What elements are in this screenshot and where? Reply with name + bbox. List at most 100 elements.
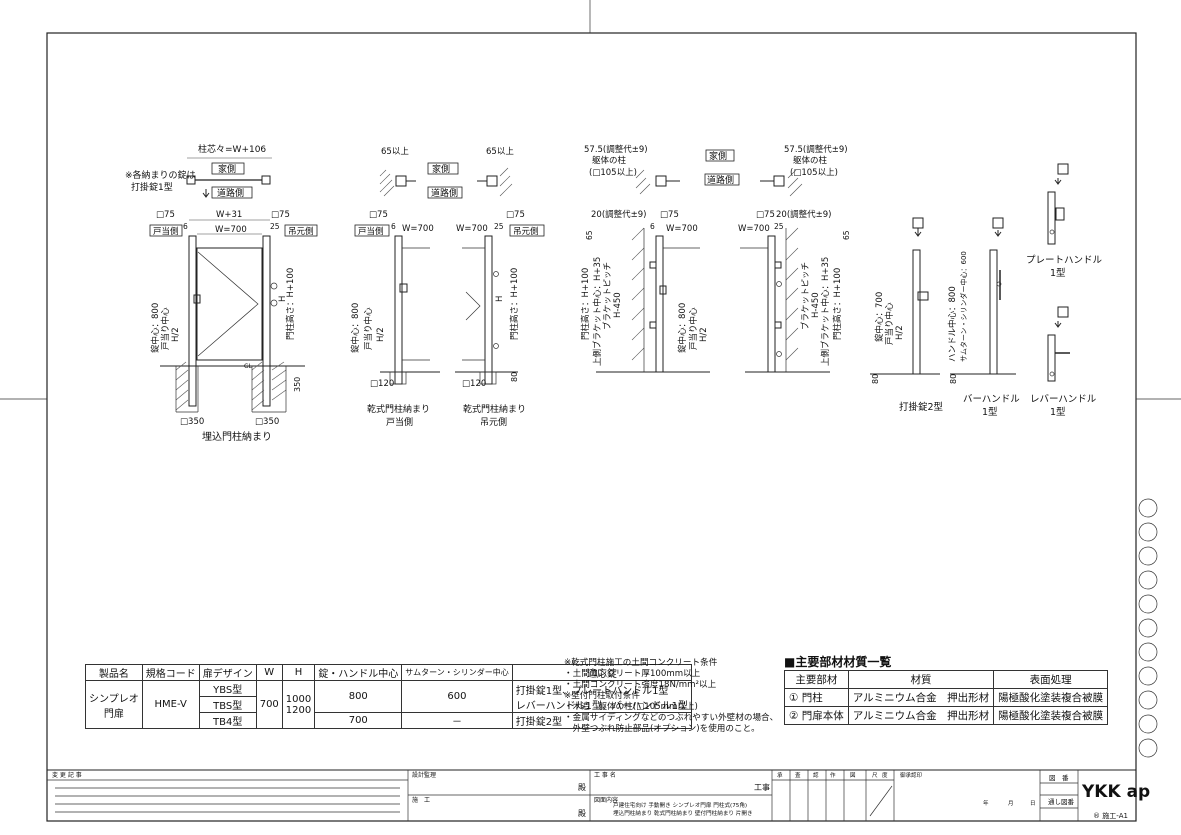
bar-handle-drawing: ハンドル中心：800 サムターン・シリンダー中心：600 80 バーハンドル 1… bbox=[947, 217, 1020, 418]
svg-text:躯体の柱: 躯体の柱 bbox=[592, 155, 627, 166]
svg-text:度: 度 bbox=[882, 771, 888, 779]
design-tb4: TB4型 bbox=[198, 712, 257, 729]
svg-text:上側ブラケット中心：H+35: 上側ブラケット中心：H+35 bbox=[592, 257, 603, 366]
svg-text:W=700: W=700 bbox=[402, 224, 434, 234]
svg-text:戸当り中心: 戸当り中心 bbox=[363, 307, 374, 350]
plate-lever-handle-drawing: プレートハンドル 1型 レバーハンドル 1型 bbox=[1026, 163, 1103, 418]
svg-text:65以上: 65以上 bbox=[381, 147, 409, 157]
svg-text:350: 350 bbox=[293, 377, 302, 392]
svg-text:□120: □120 bbox=[462, 379, 486, 389]
svg-text:80: 80 bbox=[510, 372, 519, 382]
svg-text:門柱高さ：H+100: 門柱高さ：H+100 bbox=[580, 268, 591, 340]
header-h: H bbox=[281, 664, 316, 681]
header-thumb: サムターン・シリンダー中心 bbox=[401, 664, 513, 681]
svg-text:殿: 殿 bbox=[578, 809, 586, 818]
svg-text:図面内容: 図面内容 bbox=[594, 796, 618, 804]
svg-text:戸当り中心: 戸当り中心 bbox=[884, 302, 895, 345]
materials-title: ■主要部材材質一覧 bbox=[784, 655, 892, 669]
center-700: 700 bbox=[314, 712, 403, 729]
svg-text:戸当側: 戸当側 bbox=[358, 226, 384, 237]
svg-text:® 施工-A1: ® 施工-A1 bbox=[1093, 811, 1128, 820]
svg-text:乾式門柱納まり: 乾式門柱納まり bbox=[367, 403, 430, 415]
svg-text:吊元側: 吊元側 bbox=[288, 226, 314, 237]
svg-text:H/2: H/2 bbox=[171, 327, 181, 342]
note-line-2: 打掛錠1型 bbox=[131, 181, 173, 193]
svg-text:上側ブラケット中心：H+35: 上側ブラケット中心：H+35 bbox=[820, 257, 831, 366]
svg-text:戸当側: 戸当側 bbox=[386, 416, 413, 428]
svg-text:□75: □75 bbox=[756, 210, 775, 220]
svg-text:6: 6 bbox=[183, 222, 188, 231]
brand-logo: YKK ap bbox=[1081, 782, 1150, 802]
wall-mounted-hinge-drawing: 57.5(調整代±9) 躯体の柱 (□105以上) □75 20(調整代±9) … bbox=[738, 144, 851, 373]
svg-text:工事: 工事 bbox=[754, 782, 770, 792]
svg-text:□350: □350 bbox=[180, 417, 204, 427]
dry-stop-side-drawing: 65以上 家側 道路側 □75 6 W=700 戸当側 □120 錠中心：800… bbox=[350, 147, 463, 428]
svg-text:1型: 1型 bbox=[1050, 268, 1066, 279]
svg-text:ブラケットピッチ: ブラケットピッチ bbox=[800, 262, 811, 330]
design-tbs: TBS型 bbox=[198, 696, 257, 713]
svg-text:錠中心：800: 錠中心：800 bbox=[350, 303, 361, 353]
svg-text:御承認印: 御承認印 bbox=[900, 771, 923, 779]
svg-text:□75: □75 bbox=[369, 210, 388, 220]
svg-text:作: 作 bbox=[830, 771, 836, 779]
svg-text:25: 25 bbox=[270, 222, 280, 231]
svg-text:65: 65 bbox=[842, 230, 851, 240]
spec-table: 製品名 規格コード 扉デザイン W H 錠・ハンドル中心 サムターン・シリンダー… bbox=[85, 664, 693, 729]
svg-text:乾式門柱納まり: 乾式門柱納まり bbox=[463, 403, 526, 415]
svg-text:家側: 家側 bbox=[218, 163, 236, 175]
svg-text:W=700: W=700 bbox=[456, 224, 488, 234]
svg-text:吊元側: 吊元側 bbox=[480, 416, 507, 428]
svg-text:H/2: H/2 bbox=[699, 327, 709, 342]
center-800: 800 bbox=[314, 680, 403, 713]
svg-text:ハンドル中心：800: ハンドル中心：800 bbox=[947, 286, 958, 362]
svg-text:プレートハンドル: プレートハンドル bbox=[1026, 255, 1103, 266]
sheet-border bbox=[46, 32, 1137, 822]
svg-text:門柱高さ：H+100: 門柱高さ：H+100 bbox=[509, 268, 520, 340]
svg-text:□75: □75 bbox=[156, 210, 175, 220]
svg-text:H/2: H/2 bbox=[895, 325, 905, 340]
svg-text:日: 日 bbox=[1030, 800, 1036, 807]
svg-text:査: 査 bbox=[795, 771, 801, 779]
w-cell: 700 bbox=[255, 680, 283, 729]
svg-text:図: 図 bbox=[850, 772, 856, 779]
svg-text:□120: □120 bbox=[370, 379, 394, 389]
svg-text:道路側: 道路側 bbox=[431, 187, 458, 199]
svg-text:戸当り中心: 戸当り中心 bbox=[688, 307, 699, 350]
svg-text:65以上: 65以上 bbox=[486, 147, 514, 157]
locks-row2: 打掛錠2型 bbox=[511, 712, 693, 729]
svg-text:57.5(調整代±9): 57.5(調整代±9) bbox=[584, 144, 648, 155]
svg-text:サムターン・シリンダー中心：600: サムターン・シリンダー中心：600 bbox=[959, 251, 968, 362]
svg-text:通し図番: 通し図番 bbox=[1048, 797, 1075, 806]
svg-text:W=700: W=700 bbox=[666, 224, 698, 234]
svg-text:□350: □350 bbox=[255, 417, 279, 427]
svg-text:57.5(調整代±9): 57.5(調整代±9) bbox=[784, 144, 848, 155]
svg-text:戸建住宅向け 手動開き シンプレオ門扉 門柱式(75角): 戸建住宅向け 手動開き シンプレオ門扉 門柱式(75角) bbox=[613, 801, 747, 809]
note-line-1: ※各納まりの錠は bbox=[125, 169, 196, 181]
svg-text:W=700: W=700 bbox=[738, 224, 770, 234]
header-w: W bbox=[255, 664, 283, 681]
svg-text:認: 認 bbox=[813, 771, 819, 779]
svg-text:戸当り中心: 戸当り中心 bbox=[160, 307, 171, 350]
svg-text:尺: 尺 bbox=[872, 772, 878, 779]
svg-text:年: 年 bbox=[983, 799, 989, 807]
svg-text:埋込門柱納まり 乾式門柱納まり 壁付門柱納まり 片開き: 埋込門柱納まり 乾式門柱納まり 壁付門柱納まり 片開き bbox=[613, 809, 753, 817]
svg-text:H/2: H/2 bbox=[376, 327, 386, 342]
wall-mounted-stop-drawing: 57.5(調整代±9) 躯体の柱 (□105以上) 家側 道路側 20(調整代±… bbox=[580, 144, 740, 373]
svg-text:W=700: W=700 bbox=[215, 225, 247, 235]
svg-text:施 工: 施 工 bbox=[412, 796, 430, 804]
svg-text:錠中心：700: 錠中心：700 bbox=[874, 292, 885, 342]
svg-text:6: 6 bbox=[650, 222, 655, 231]
svg-text:門柱高さ：H+100: 門柱高さ：H+100 bbox=[832, 268, 843, 340]
header-code: 規格コード bbox=[141, 664, 200, 681]
svg-text:W+31: W+31 bbox=[216, 210, 242, 220]
svg-text:□75: □75 bbox=[660, 210, 679, 220]
thumb-600: 600 bbox=[401, 680, 513, 713]
svg-text:設計監理: 設計監理 bbox=[412, 771, 436, 779]
caption-latch2: 打掛錠2型 bbox=[899, 401, 944, 413]
svg-text:1型: 1型 bbox=[982, 407, 998, 418]
svg-text:工 事 名: 工 事 名 bbox=[594, 771, 616, 779]
svg-text:レバーハンドル: レバーハンドル bbox=[1030, 394, 1097, 405]
svg-text:25: 25 bbox=[774, 222, 784, 231]
